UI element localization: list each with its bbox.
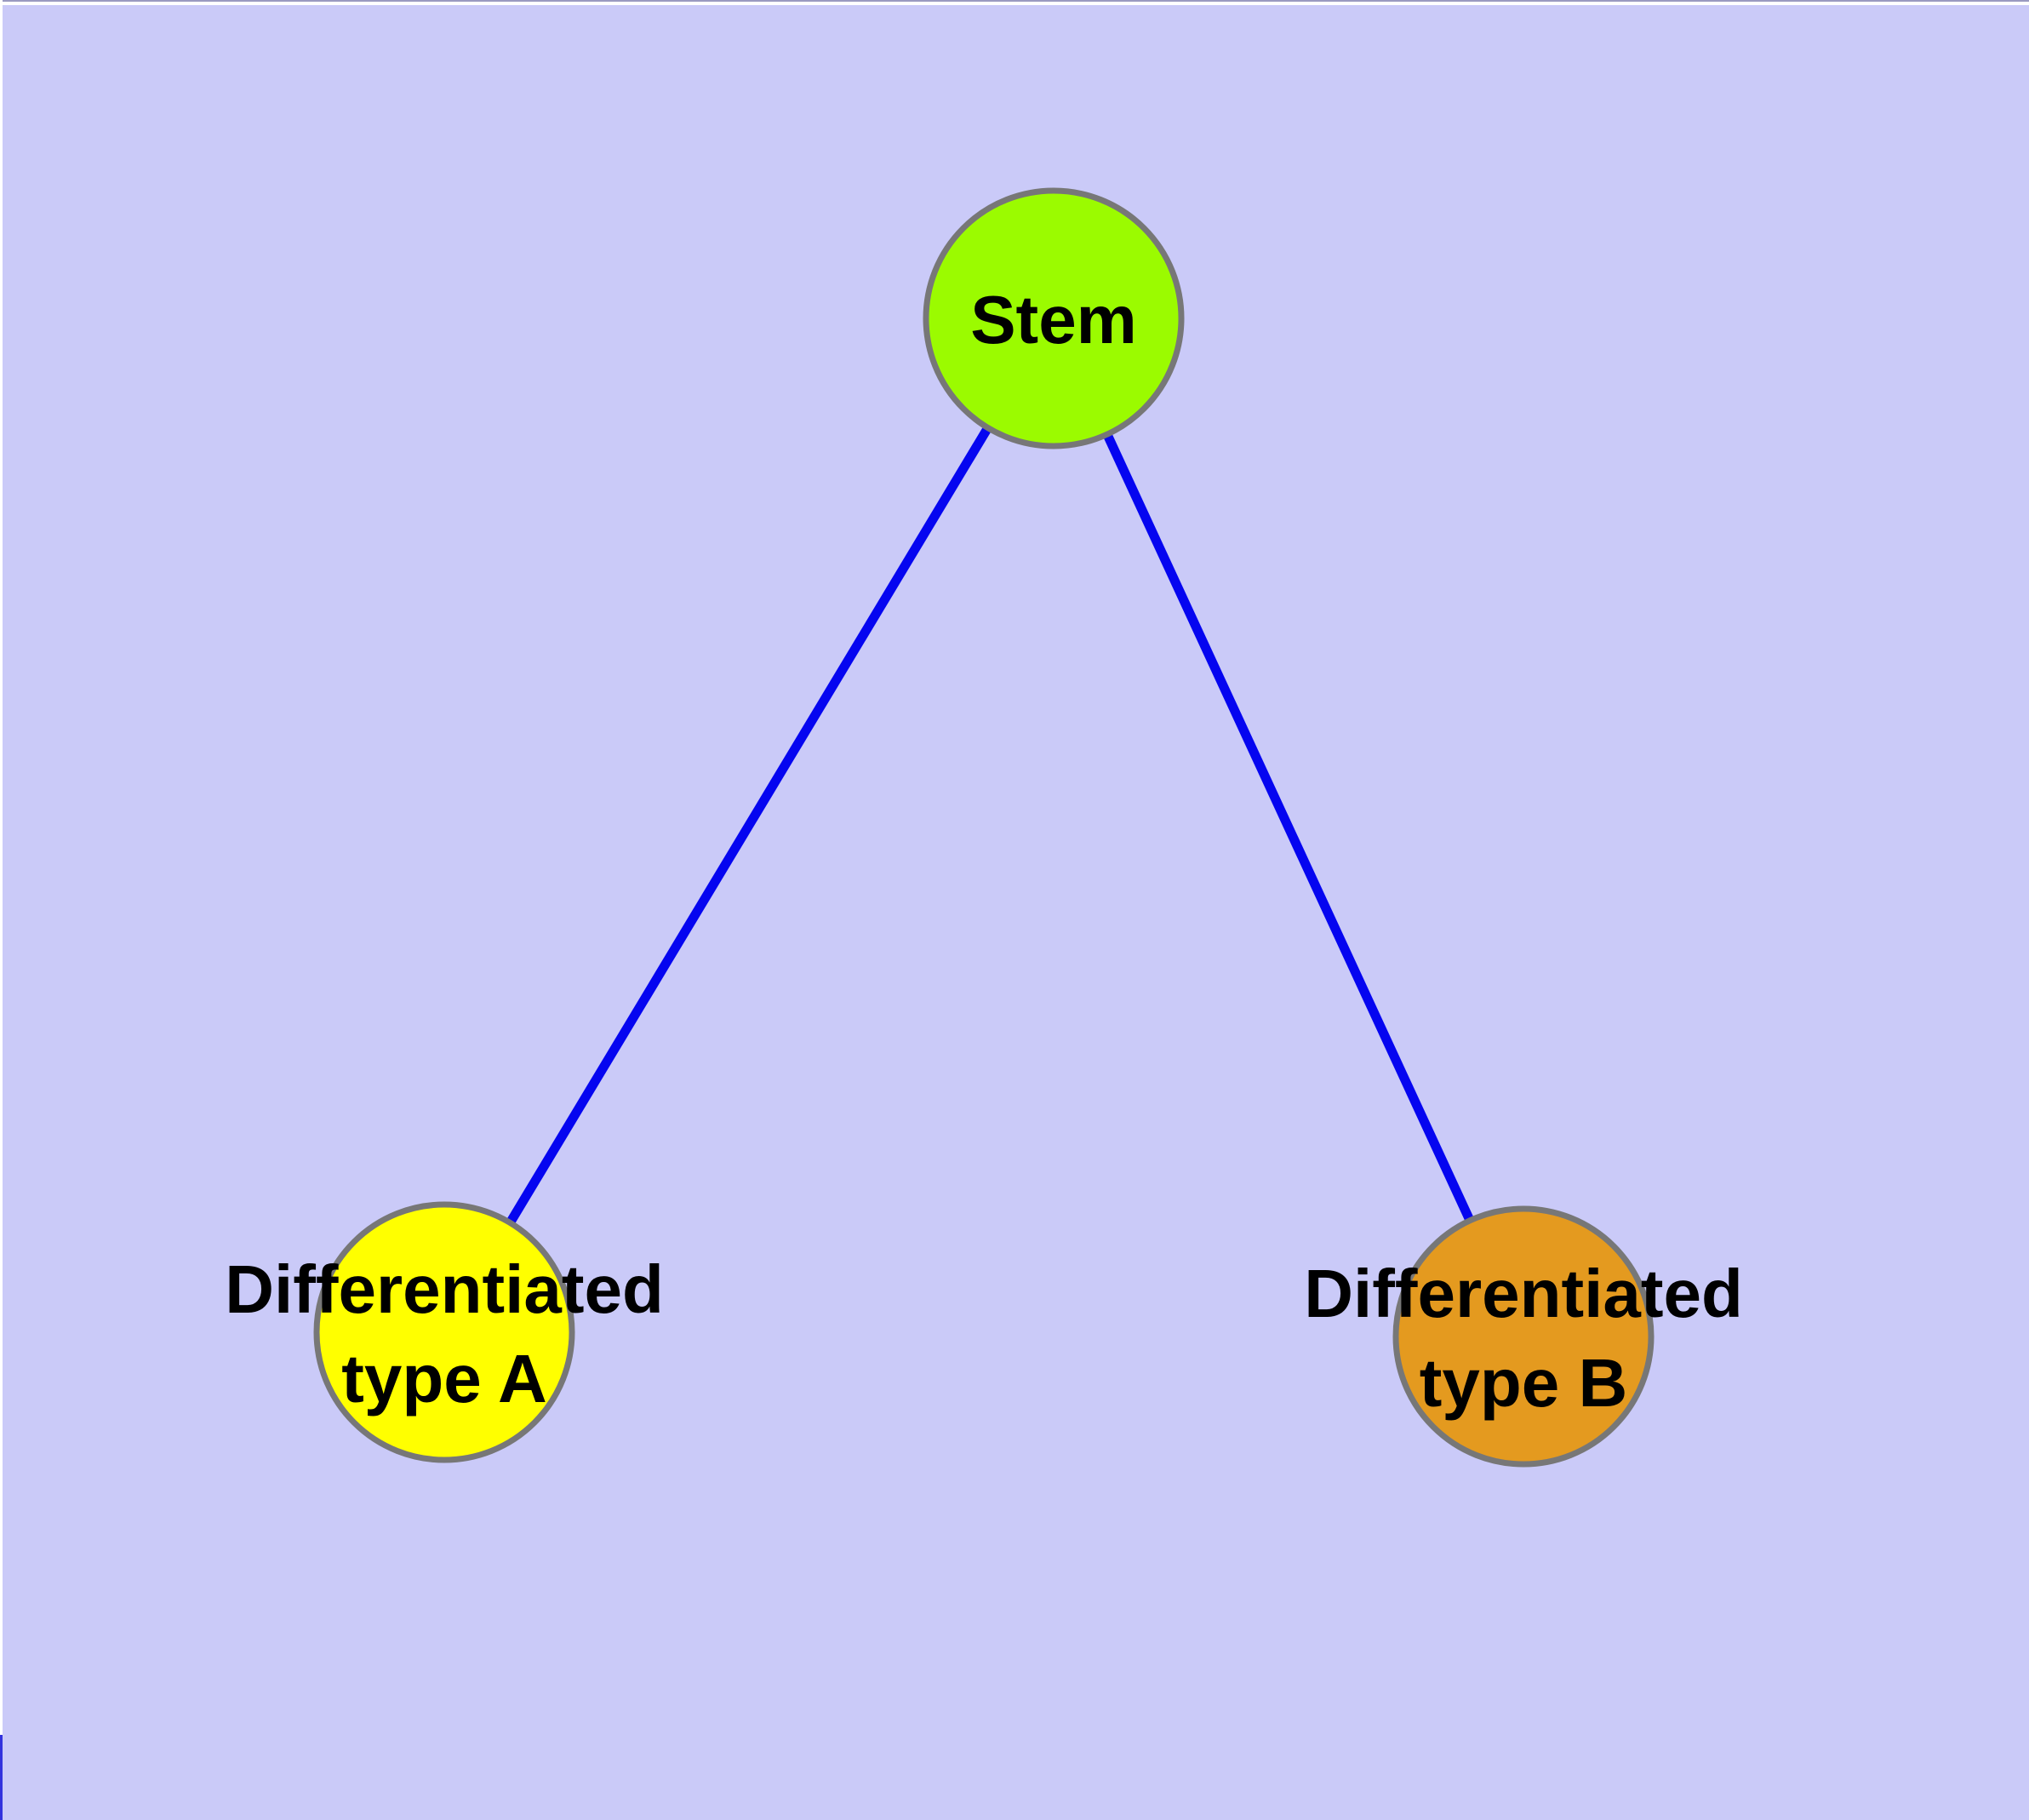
node-stem-label: Stem bbox=[970, 282, 1137, 358]
left-edge-blue-sliver bbox=[0, 1735, 3, 1820]
node-differentiated-type-b[interactable] bbox=[1392, 1205, 1655, 1468]
top-edge-line bbox=[0, 0, 2029, 2]
node-type-a-label-line2: type A bbox=[341, 1341, 547, 1417]
node-type-b-label-line2: type B bbox=[1420, 1345, 1628, 1421]
node-differentiated-type-a[interactable] bbox=[313, 1201, 575, 1463]
edge-stem-to-type-a bbox=[440, 316, 1058, 1335]
node-stem[interactable] bbox=[923, 187, 1185, 449]
top-white-border bbox=[0, 2, 2029, 5]
node-type-a-label-line1: Differentiated bbox=[225, 1251, 664, 1327]
node-type-b-label-line1: Differentiated bbox=[1304, 1256, 1743, 1331]
edge-stem-to-type-b bbox=[1049, 316, 1528, 1339]
left-white-border bbox=[0, 0, 3, 1820]
